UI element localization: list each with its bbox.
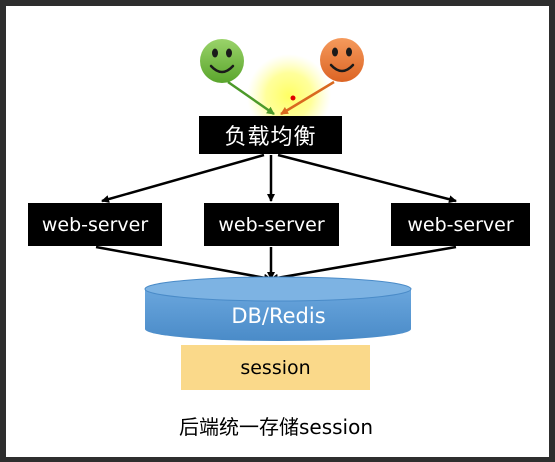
database-cylinder xyxy=(144,276,412,341)
database-label: DB/Redis xyxy=(231,304,326,328)
load-balancer-label: 负载均衡 xyxy=(224,125,317,150)
web-server-1: web-server xyxy=(28,203,162,246)
user-orange-smiley-icon xyxy=(320,38,364,82)
slide-frame: 负载均衡 web-server web-server web-server DB… xyxy=(6,6,549,457)
session-label: session xyxy=(240,356,311,379)
arrow-lb-to-server-3 xyxy=(277,153,457,204)
web-server-2: web-server xyxy=(204,203,339,246)
pointer-dot xyxy=(290,95,296,101)
arrow-lb-to-server-1 xyxy=(101,153,265,203)
arrow-server-1-to-db xyxy=(95,245,272,282)
web-server-label: web-server xyxy=(41,213,149,236)
web-server-label: web-server xyxy=(407,213,514,236)
user-green-smiley-icon xyxy=(200,39,244,83)
diagram-caption: 后端统一存储session xyxy=(178,415,374,439)
session-box: session xyxy=(181,345,370,390)
arrow-server-3-to-db xyxy=(270,245,457,282)
arrow-orange-user-to-lb xyxy=(280,80,335,116)
web-server-label: web-server xyxy=(218,213,325,236)
web-server-3: web-server xyxy=(391,203,530,246)
load-balancer-box: 负载均衡 xyxy=(199,116,342,154)
arrow-green-user-to-lb xyxy=(227,80,275,116)
